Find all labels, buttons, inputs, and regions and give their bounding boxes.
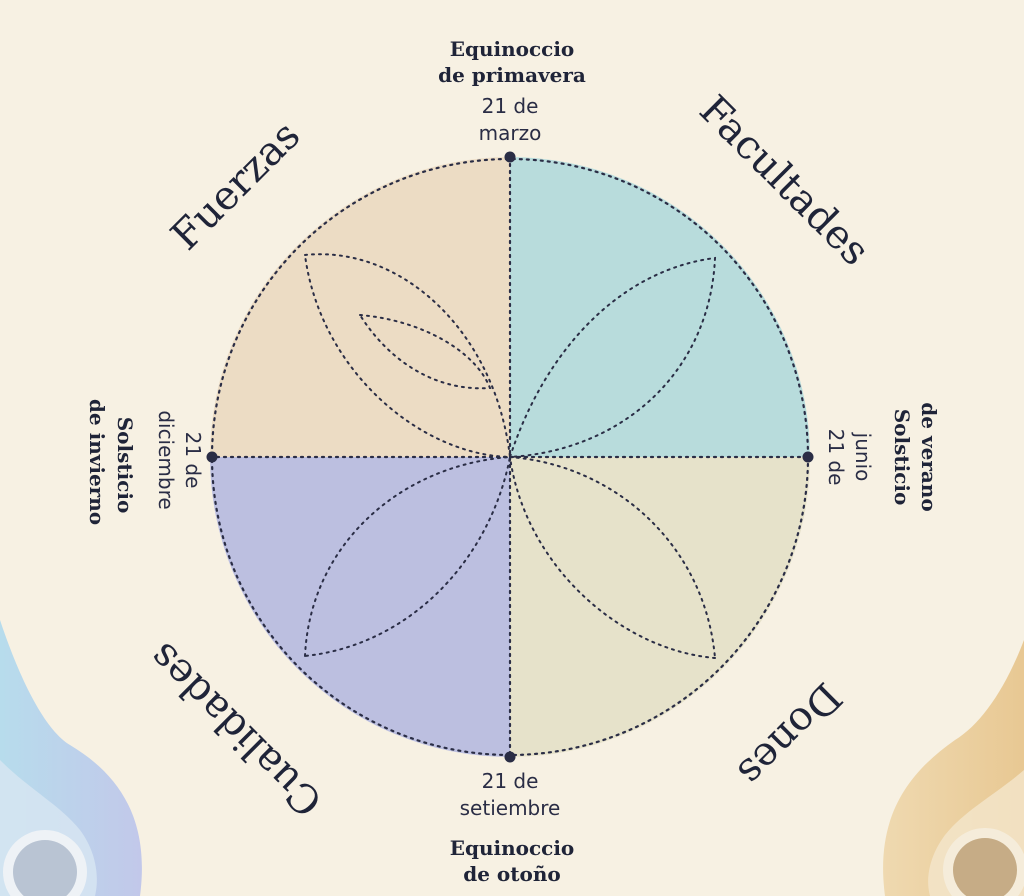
petal-bottom-right	[508, 455, 717, 660]
petal-top-left-inner	[359, 314, 492, 390]
event-left-date-2: diciembre	[154, 410, 178, 509]
event-top-title-2: de primavera	[438, 63, 586, 87]
event-top-title-1: Equinoccio	[450, 37, 575, 61]
event-right: 21 de junio Solsticio de verano	[824, 402, 941, 511]
petal-top-left	[303, 253, 512, 459]
marker-left	[206, 451, 218, 463]
event-top-date-1: 21 de	[482, 94, 539, 118]
marker-bottom	[504, 751, 516, 763]
event-right-date-1: 21 de	[824, 429, 848, 486]
event-top-date-2: marzo	[479, 121, 542, 145]
event-bottom: 21 de setiembre Equinoccio de otoño	[450, 769, 575, 886]
marker-top	[504, 151, 516, 163]
event-left: 21 de diciembre Solsticio de invierno	[85, 399, 205, 525]
event-left-date-1: 21 de	[181, 432, 205, 489]
quadrant-facultades	[510, 157, 810, 457]
event-bottom-date-1: 21 de	[482, 769, 539, 793]
event-right-title-1: Solsticio	[890, 409, 914, 506]
marker-right	[802, 451, 814, 463]
event-bottom-date-2: setiembre	[460, 796, 561, 820]
event-top: Equinoccio de primavera 21 de marzo	[438, 37, 586, 145]
event-left-title-1: Solsticio	[113, 417, 137, 514]
ornament-right	[883, 640, 1024, 896]
event-bottom-title-1: Equinoccio	[450, 836, 575, 860]
quadrant-dones	[510, 457, 810, 757]
quadrant-fuerzas	[210, 157, 510, 457]
event-right-date-2: junio	[851, 432, 875, 482]
label-fuerzas: Fuerzas	[162, 112, 309, 259]
wheel	[206, 151, 814, 763]
quadrant-cualidades	[210, 457, 510, 757]
ornament-left	[0, 620, 142, 896]
event-left-title-2: de invierno	[85, 399, 109, 525]
event-bottom-title-2: de otoño	[463, 862, 560, 886]
event-right-title-2: de verano	[917, 402, 941, 511]
label-dones: Dones	[728, 673, 850, 795]
petal-bottom-left	[303, 455, 512, 658]
